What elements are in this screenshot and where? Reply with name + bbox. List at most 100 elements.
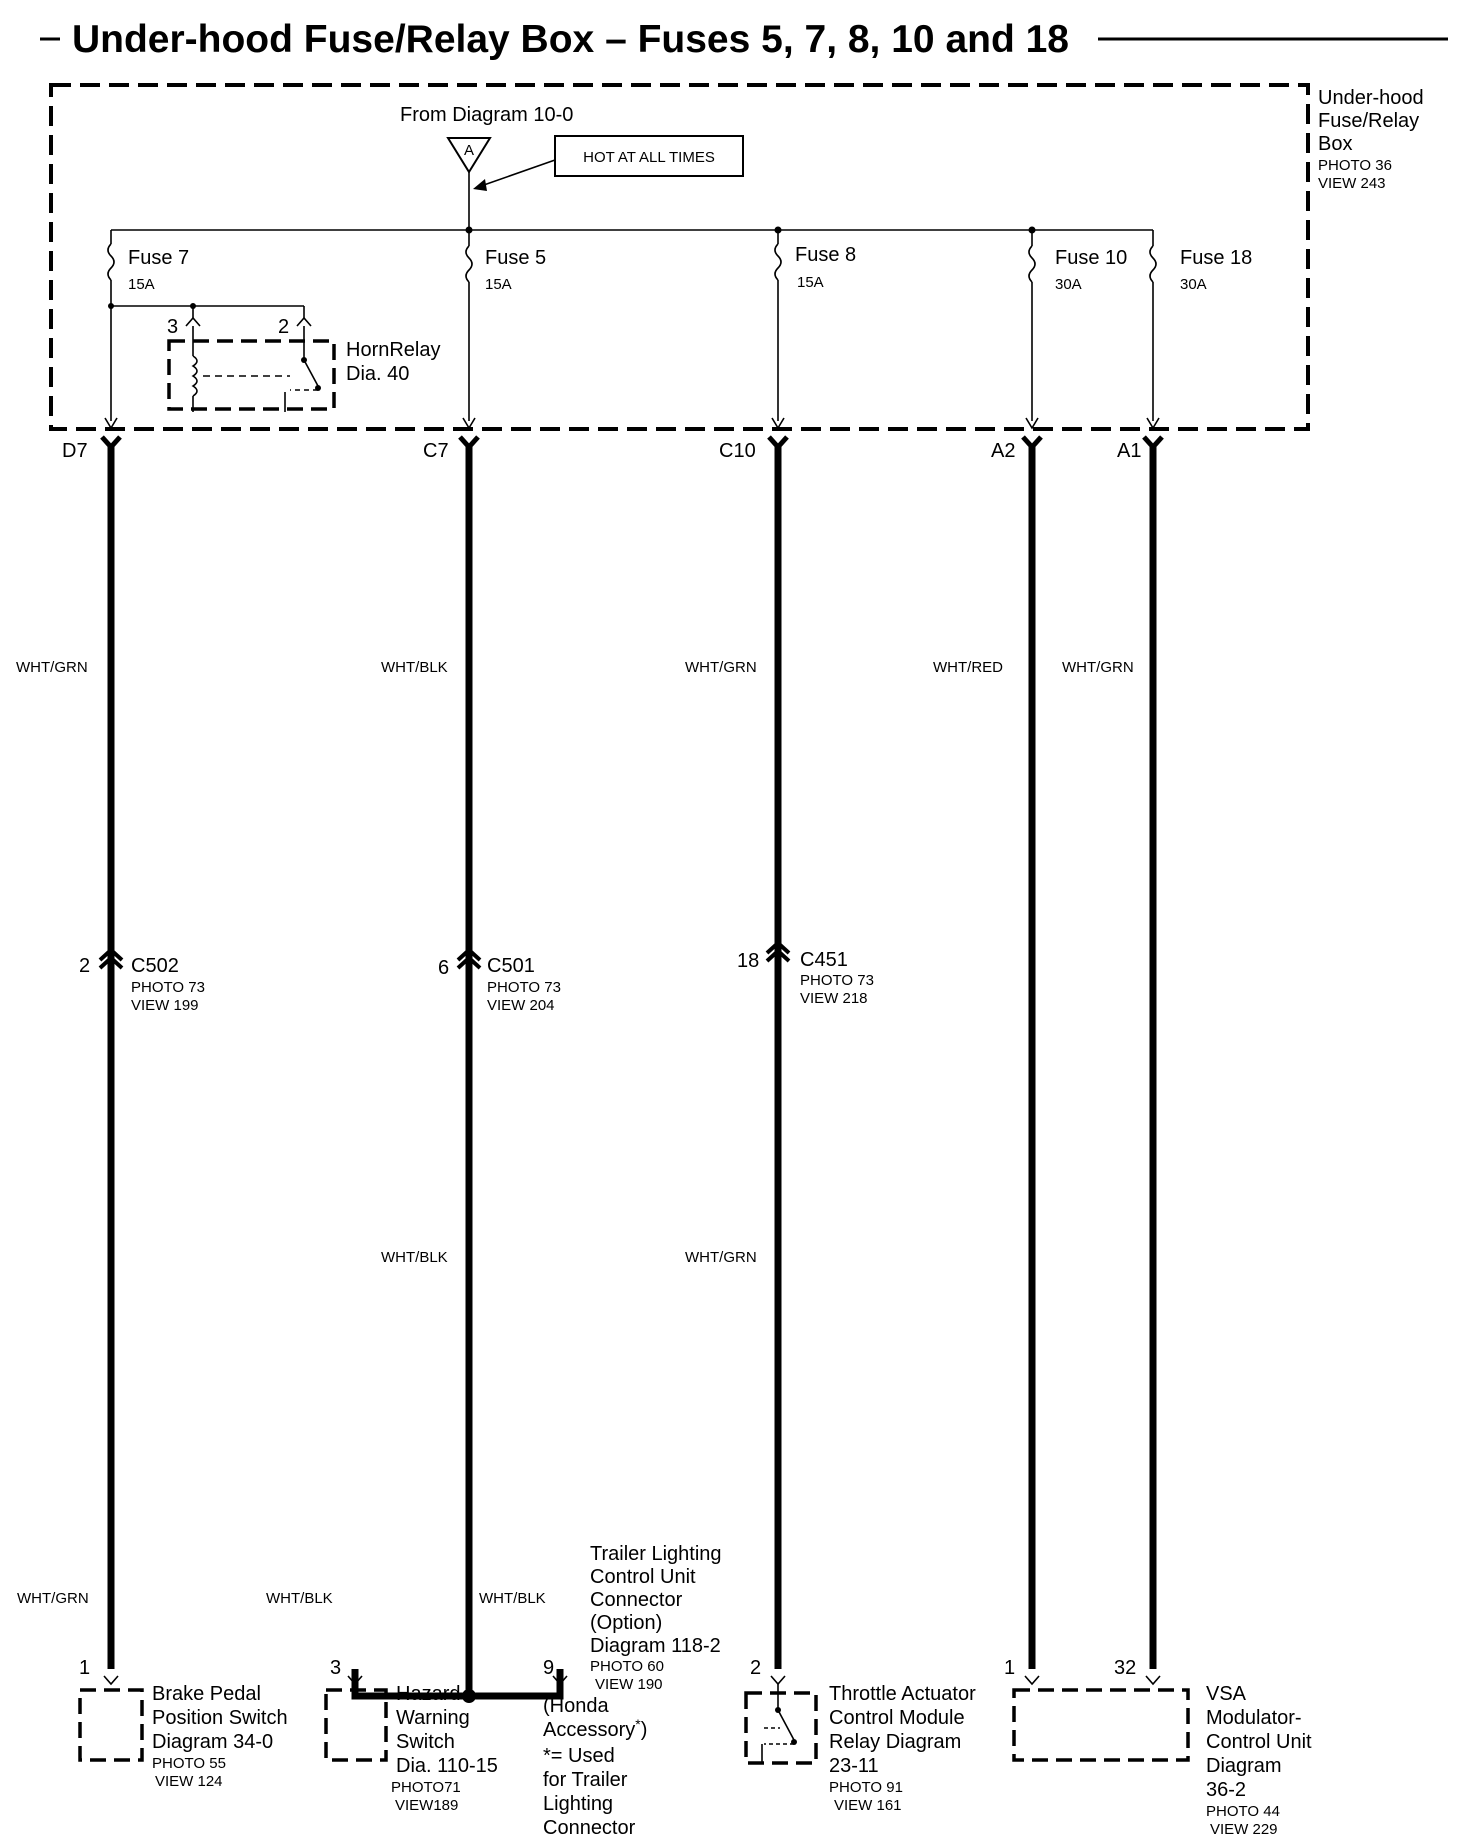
terminal-c10: C10 xyxy=(719,440,756,462)
c451-view: VIEW 218 xyxy=(800,990,868,1007)
box-name-line-3: Box xyxy=(1318,133,1352,155)
horn-relay-switch-icon xyxy=(303,359,319,387)
c451-connector-icon xyxy=(765,940,791,955)
trailer-note-line-3: Lighting xyxy=(543,1793,613,1815)
trailer-photo: PHOTO 60 xyxy=(590,1658,664,1675)
fuse-7-name: Fuse 7 xyxy=(128,247,189,269)
fuse-5-name: Fuse 5 xyxy=(485,247,546,269)
connector-c451: 18 C451 PHOTO 73 VIEW 218 xyxy=(737,940,874,1007)
main-wires xyxy=(107,446,1157,1703)
fuse-8-name: Fuse 8 xyxy=(795,244,856,266)
vsa-photo: PHOTO 44 xyxy=(1206,1803,1280,1820)
wire-label-c10-mid: WHT/GRN xyxy=(685,1249,757,1266)
c502-name: C502 xyxy=(131,955,179,977)
wire-c7-split xyxy=(351,1669,564,1700)
throttle-line-3: Relay Diagram xyxy=(829,1731,961,1753)
splice-point xyxy=(462,1689,476,1703)
wire-label-c10-upper: WHT/GRN xyxy=(685,659,757,676)
c501-photo: PHOTO 73 xyxy=(487,979,561,996)
brake-switch-box xyxy=(78,1688,144,1762)
brake-pin-connector-icon xyxy=(103,1675,119,1686)
note-pointer xyxy=(480,159,556,187)
fuse-18-column: Fuse 18 30A xyxy=(1149,230,1252,421)
throttle-line-2: Control Module xyxy=(829,1707,965,1729)
throttle-pin: 2 xyxy=(750,1657,761,1679)
c451-pin: 18 xyxy=(737,950,759,972)
wire-label-a2-upper: WHT/RED xyxy=(933,659,1003,676)
box-photo: PHOTO 36 xyxy=(1318,157,1392,174)
vsa-modulator-control-unit: 1 32 VSA Modulator- Control Unit Diagram… xyxy=(1004,1657,1312,1838)
box-terminals: D7 C7 C10 A2 A1 xyxy=(62,417,1164,462)
terminal-a2-connector-icon xyxy=(1021,435,1043,451)
diagram-title: Under-hood Fuse/Relay Box – Fuses 5, 7, … xyxy=(40,18,1448,61)
hazard-line-2: Warning xyxy=(396,1707,470,1729)
wire-label-hazard-branch: WHT/BLK xyxy=(266,1590,333,1607)
c502-pin: 2 xyxy=(79,955,90,977)
trailer-view: VIEW 190 xyxy=(595,1676,663,1693)
c501-name: C501 xyxy=(487,955,535,977)
trailer-note-prefix: (Honda xyxy=(543,1695,609,1717)
c501-connector-icon xyxy=(456,947,482,962)
throttle-view: VIEW 161 xyxy=(834,1797,902,1814)
trailer-note-line-2: for Trailer xyxy=(543,1769,628,1791)
vsa-view: VIEW 229 xyxy=(1210,1821,1278,1838)
fuse-18-icon xyxy=(1149,245,1157,283)
horn-relay-pin-2-connector-icon xyxy=(296,316,312,327)
hazard-view: VIEW189 xyxy=(395,1797,458,1814)
hazard-line-3: Switch xyxy=(396,1731,455,1753)
fuse-10-icon xyxy=(1028,245,1036,283)
fuse-relay-box-outline xyxy=(49,83,1310,431)
wire-label-d7-upper: WHT/GRN xyxy=(16,659,88,676)
from-diagram-label: From Diagram 10-0 xyxy=(400,104,573,126)
horn-relay-coil-icon xyxy=(191,355,198,397)
throttle-photo: PHOTO 91 xyxy=(829,1779,903,1796)
trailer-note-close: ) xyxy=(641,1719,648,1741)
hot-at-all-times-note: HOT AT ALL TIMES xyxy=(583,149,715,166)
hazard-line-4: Dia. 110-15 xyxy=(396,1755,498,1777)
brake-line-3: Diagram 34-0 xyxy=(152,1731,273,1753)
wire-color-labels: WHT/GRN WHT/BLK WHT/GRN WHT/RED WHT/GRN … xyxy=(16,659,1134,1607)
vsa-line-1: VSA xyxy=(1206,1683,1247,1705)
wire-label-c7-upper: WHT/BLK xyxy=(381,659,448,676)
vsa-unit-box xyxy=(1012,1688,1190,1762)
fuse-5-icon xyxy=(465,245,473,283)
c502-view: VIEW 199 xyxy=(131,997,199,1014)
brake-pedal-position-switch: 1 Brake Pedal Position Switch Diagram 34… xyxy=(78,1657,288,1790)
hazard-pin: 3 xyxy=(330,1657,341,1679)
title-text: Under-hood Fuse/Relay Box – Fuses 5, 7, … xyxy=(72,18,1069,61)
box-name-line-2: Fuse/Relay xyxy=(1318,110,1419,132)
hazard-warning-switch: 3 Hazard Warning Switch Dia. 110-15 PHOT… xyxy=(324,1657,498,1814)
trailer-line-1: Trailer Lighting xyxy=(590,1543,722,1565)
vsa-pin-32-connector-icon xyxy=(1145,1675,1161,1686)
connector-c502: 2 C502 PHOTO 73 VIEW 199 xyxy=(79,947,205,1014)
trailer-pin: 9 xyxy=(543,1657,554,1679)
throttle-line-1: Throttle Actuator xyxy=(829,1683,976,1705)
terminal-c7-connector-icon xyxy=(458,435,480,451)
brake-line-1: Brake Pedal xyxy=(152,1683,261,1705)
trailer-line-3: Connector xyxy=(590,1589,683,1611)
terminal-d7-connector-icon xyxy=(100,435,122,451)
trailer-note-line-1: *= Used xyxy=(543,1745,615,1767)
c451-name: C451 xyxy=(800,949,848,971)
source-marker: A xyxy=(464,142,474,159)
trailer-note-line-4: Connector xyxy=(543,1817,636,1839)
hazard-photo: PHOTO71 xyxy=(391,1779,461,1796)
fuse-8-column: Fuse 8 15A xyxy=(774,230,856,421)
trailer-note-star: * xyxy=(635,1716,641,1732)
vsa-line-5: 36-2 xyxy=(1206,1779,1246,1801)
throttle-line-4: 23-11 xyxy=(829,1755,879,1777)
fuse-7-icon xyxy=(107,243,115,281)
source-arrow-icon xyxy=(446,137,492,174)
power-source: From Diagram 10-0 A HOT AT ALL TIMES xyxy=(400,104,744,230)
vsa-line-3: Control Unit xyxy=(1206,1731,1312,1753)
trailer-lighting-connector: Trailer Lighting Control Unit Connector … xyxy=(543,1543,722,1839)
horn-relay-pin-3-connector-icon xyxy=(185,316,201,327)
trailer-pin-connector-icon xyxy=(552,1675,568,1686)
brake-photo: PHOTO 55 xyxy=(152,1755,226,1772)
brake-pin: 1 xyxy=(79,1657,90,1679)
fuse-relay-box-label: Under-hood Fuse/Relay Box PHOTO 36 VIEW … xyxy=(1318,87,1424,192)
wire-label-d7-lower: WHT/GRN xyxy=(17,1590,89,1607)
fuse-18-rating: 30A xyxy=(1180,276,1207,293)
box-name-line-1: Under-hood xyxy=(1318,87,1424,109)
